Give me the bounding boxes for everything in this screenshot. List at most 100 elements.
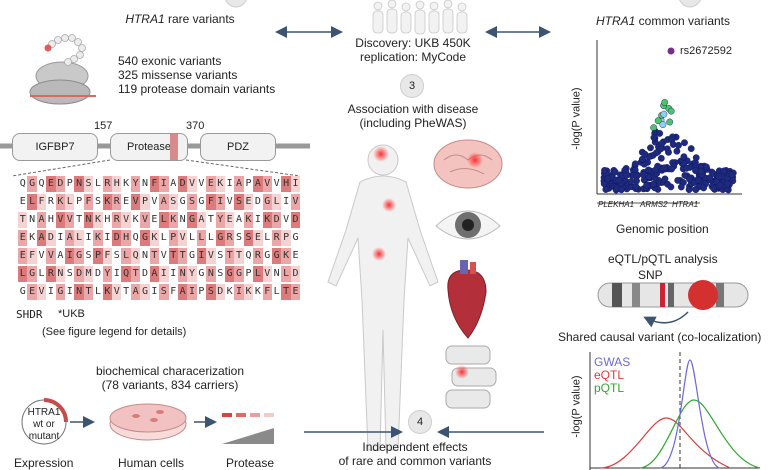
sequence-residue: N [140, 176, 150, 192]
manhattan-point [601, 166, 608, 174]
circle-line-1: HTRA1 [27, 407, 61, 418]
manhattan-point [658, 140, 665, 148]
sequence-residue: Q [243, 248, 254, 264]
sequence-residue: V [130, 194, 141, 210]
sequence-residue: T [168, 248, 178, 264]
manhattan-point [683, 164, 690, 172]
ribosome-illustration [29, 34, 96, 105]
sequence-residue: K [93, 212, 103, 228]
sequence-residue: S [159, 284, 169, 300]
sequence-residue: I [187, 284, 197, 300]
sequence-residue: D [46, 230, 56, 246]
coloc-legend-eqtl: eQTL [594, 368, 625, 382]
sequence-residue: Q [130, 230, 141, 246]
sequence-residue: V [177, 230, 188, 246]
sequence-residue: G [187, 212, 197, 228]
discovery-line-1: Discovery: UKB 450K [355, 36, 471, 50]
sequence-residue: L [159, 230, 169, 246]
sequence-residue: K [253, 284, 263, 300]
rare-variants-title: HTRA1 rare variants [120, 12, 240, 26]
sequence-residue: A [55, 248, 66, 264]
biochem-label: biochemical characerization (78 variants… [70, 364, 270, 392]
sequence-residue: Y [215, 212, 225, 228]
sequence-residue: M [83, 266, 94, 282]
sequence-residue: K [102, 284, 113, 300]
sequence-residue: V [36, 284, 47, 300]
sequence-residue: V [149, 194, 160, 210]
sequence-residue: A [159, 194, 169, 210]
sequence-residue: N [177, 212, 188, 228]
manhattan-point [686, 175, 693, 183]
manhattan-point [600, 180, 608, 188]
manhattan-point [639, 155, 646, 163]
sequence-residue: H [112, 176, 122, 192]
gene-plekha1: PLEKHA1 [598, 200, 635, 209]
sequence-residue: F [168, 284, 178, 300]
sequence-residue: P [74, 194, 84, 210]
sequence-residue: L [36, 266, 47, 282]
manhattan-point [602, 186, 610, 193]
population-silhouettes [372, 0, 468, 35]
figure-legend-note: (See figure legend for details) [42, 326, 187, 338]
biochem-line-2: (78 variants, 834 carriers) [101, 378, 239, 392]
rare-title-gene: HTRA1 [125, 12, 165, 26]
sequence-residue: I [224, 176, 235, 192]
sequence-residue: S [234, 230, 244, 246]
step-4-badge: 4 [408, 410, 432, 434]
manhattan-point [692, 186, 699, 193]
independent-label: Independent effects of rare and common v… [330, 440, 500, 468]
independent-line-1: Independent effects [362, 440, 468, 454]
sequence-residue: N [206, 266, 216, 282]
sequence-residue: Y [130, 176, 141, 192]
sequence-residue: S [83, 176, 94, 192]
sequence-residue: I [234, 284, 244, 300]
sequence-residue: L [159, 212, 169, 228]
sequence-residue: E [149, 212, 160, 228]
expression-circle-text: HTRA1 wt or mutant [22, 407, 66, 443]
sequence-residue: K [243, 284, 254, 300]
brain-illustration [433, 139, 503, 189]
manhattan-point [673, 147, 681, 155]
protease-gel [222, 413, 274, 444]
sequence-residue: K [102, 194, 113, 210]
sequence-residue: K [262, 212, 272, 228]
sequence-residue: E [290, 284, 301, 300]
sequence-residue: G [196, 194, 207, 210]
sequence-residue: E [206, 176, 216, 192]
coloc-legend-pqtl: pQTL [594, 381, 625, 395]
sequence-residue: N [55, 266, 66, 282]
sequence-residue: V [65, 212, 75, 228]
sequence-residue: K [224, 284, 235, 300]
domain-igfbp7: IGFBP7 [12, 133, 98, 161]
sequence-residue: L [253, 266, 263, 282]
sequence-residue: G [187, 248, 197, 264]
sequence-residue: S [234, 194, 244, 210]
sequence-residue: I [290, 176, 301, 192]
sequence-residue: A [168, 176, 178, 192]
manhattan-point [652, 166, 660, 174]
label-human-cells: Human cells [118, 456, 185, 470]
sequence-residue: K [243, 212, 254, 228]
sequence-residue: K [281, 248, 291, 264]
sequence-residue: A [130, 284, 141, 300]
qtl-title: eQTL/pQTL analysis [608, 252, 718, 266]
manhattan-point [685, 186, 693, 194]
sequence-residue: R [253, 248, 263, 264]
sequence-residue: G [215, 230, 225, 246]
manhattan-points [600, 47, 737, 194]
sequence-residue: I [46, 284, 56, 300]
sequence-residue: L [262, 230, 272, 246]
sequence-residue: T [149, 248, 160, 264]
discovery-line-2: replication: MyCode [359, 50, 467, 64]
top-snp-point [667, 47, 675, 55]
sequence-residue: T [130, 266, 141, 282]
sequence-residue: P [196, 284, 207, 300]
manhattan-point [677, 183, 685, 191]
sequence-residue: D [177, 176, 188, 192]
sequence-residue: L [65, 194, 75, 210]
manhattan-point [680, 153, 688, 161]
sequence-residue: I [253, 212, 263, 228]
sequence-residue: N [271, 266, 282, 282]
